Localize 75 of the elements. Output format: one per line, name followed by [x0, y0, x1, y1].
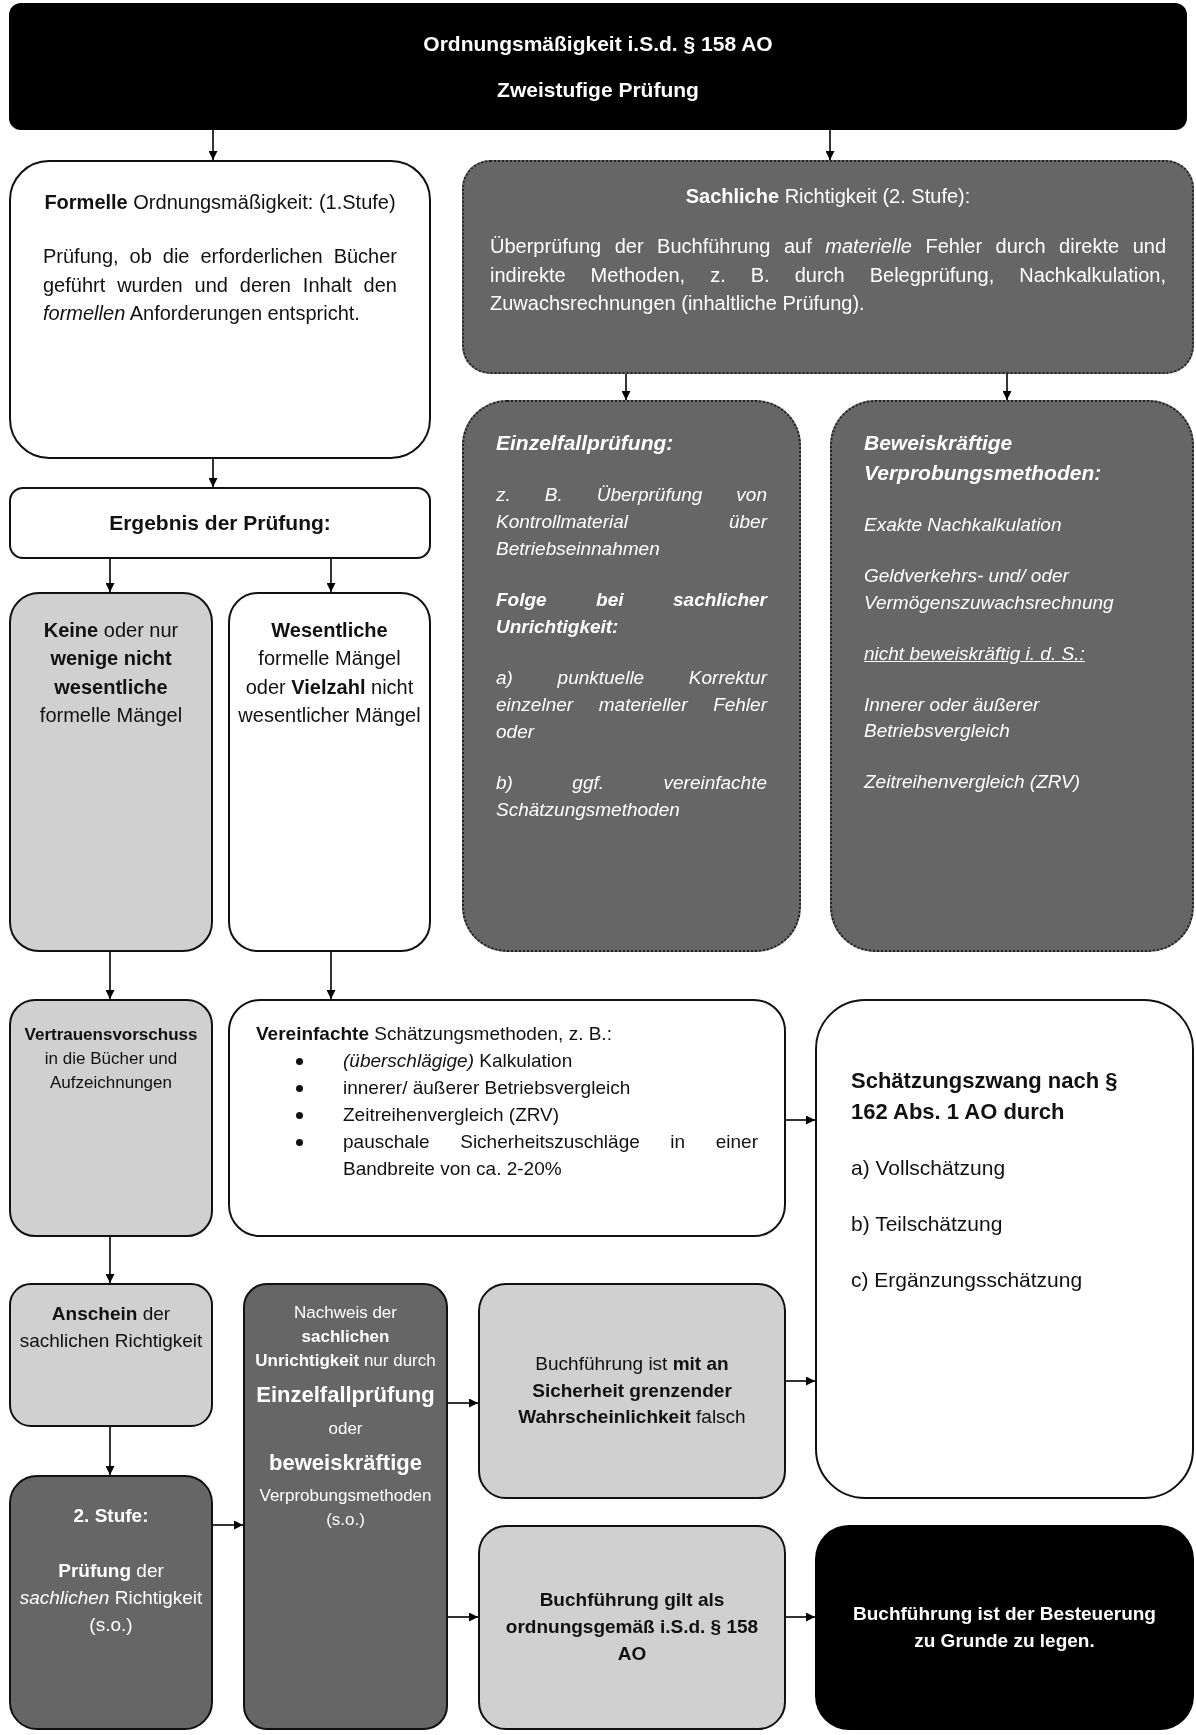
box-text: Geldverkehrs- und/ oder Vermögenszuwachsrechnung	[864, 563, 1115, 615]
arrow	[105, 1426, 115, 1476]
process-box	[9, 1283, 213, 1427]
arrow	[212, 1520, 244, 1530]
process-box	[9, 1475, 213, 1730]
box-text: Verprobungsmethoden (s.o.)	[258, 1484, 433, 1532]
box-text: Nachweis der sachlichen Unrichtigkeit nur durch	[254, 1302, 437, 1373]
box-text: nicht beweiskräftig i. d. S.:	[864, 641, 1086, 666]
arrow	[208, 458, 218, 488]
arrow	[621, 373, 631, 401]
process-box	[478, 1525, 786, 1730]
process-box	[462, 160, 1194, 374]
box-text: b) ggf. vereinfachte Schätzungsmethoden	[496, 770, 767, 822]
box-text: z. B. Überprüfung von Kontrollmaterial über Betriebseinnahmen	[496, 482, 767, 561]
process-box	[9, 487, 431, 559]
box-text: Anschein der sachlichen Richtigkeit	[19, 1302, 203, 1353]
box-text: Vereinfachte Schätzungsmethoden, z. B.:	[256, 1022, 613, 1046]
process-box	[9, 3, 1187, 130]
box-text: a) punktuelle Korrektur einzelner materieller Fehler oder	[496, 665, 767, 744]
list-item: Zeitreihenvergleich (ZRV)	[343, 1102, 561, 1127]
arrow	[105, 1236, 115, 1284]
process-box	[478, 1283, 786, 1499]
arrow	[208, 129, 218, 161]
arrow	[326, 558, 336, 593]
box-text: oder	[327, 1417, 364, 1440]
process-box	[815, 999, 1194, 1499]
box-text: Wesentliche formelle Mängel oder Vielzahl nicht wesentlicher Mängel	[238, 618, 421, 729]
process-box	[9, 160, 431, 459]
process-box	[243, 1283, 448, 1730]
arrow	[326, 951, 336, 1000]
box-text: beweiskräftige	[268, 1448, 423, 1477]
process-box	[228, 592, 431, 952]
arrow	[447, 1612, 479, 1622]
box-text: Ergebnis der Prüfung:	[108, 510, 332, 537]
process-box	[9, 592, 213, 952]
box-text: Vertrauensvorschuss in die Bücher und Aufzeichnungen	[23, 1024, 199, 1095]
box-heading: Ordnungsmäßigkeit i.S.d. § 158 AO	[422, 30, 774, 57]
process-box	[228, 999, 786, 1237]
box-heading: Schätzungszwang nach § 162 Abs. 1 AO durch	[851, 1067, 1119, 1127]
box-text: a) Vollschätzung	[851, 1155, 1007, 1182]
arrow	[105, 951, 115, 1000]
list-item: pauschale Sicherheitszuschläge in einer Bandbreite von ca. 2-20%	[343, 1129, 758, 1181]
box-text: Zweistufige Prüfung	[496, 76, 700, 103]
arrow	[105, 558, 115, 593]
box-text: Einzelfallprüfung	[255, 1381, 436, 1410]
box-text: b) Teilschätzung	[851, 1211, 1004, 1238]
box-heading: Beweiskräftige Verprobungsmethoden:	[864, 430, 1103, 486]
arrow	[825, 129, 835, 161]
box-text: Formelle Ordnungsmäßigkeit: (1.Stufe)	[43, 190, 397, 215]
arrow	[447, 1398, 479, 1408]
box-text: Buchführung gilt als ordnungsgemäß i.S.d. § 158 AO	[504, 1588, 760, 1666]
arrow	[785, 1115, 816, 1125]
box-text: Überprüfung der Buchführung auf materielle Fehler durch direkte und indirekte Methoden, z. B. durch Belegprüfung, Nachkalkulation, Zuwachsrechnungen (inhaltliche Prüfung).	[490, 234, 1166, 317]
box-text: Exakte Nachkalkulation	[864, 512, 1063, 537]
box-text: c) Ergänzungsschätzung	[851, 1267, 1084, 1294]
box-text: Zeitreihenvergleich (ZRV)	[864, 770, 1082, 795]
arrow	[785, 1612, 816, 1622]
arrow	[1002, 373, 1012, 401]
process-box	[462, 400, 801, 952]
arrow	[785, 1376, 816, 1386]
box-heading: 2. Stufe:	[72, 1504, 150, 1528]
box-text: Prüfung, ob die erforderlichen Bücher geführt wurden und deren Inhalt den formellen Anforderungen entspricht.	[43, 244, 397, 327]
box-text: Buchführung ist der Besteuerung zu Grunde zu legen.	[852, 1601, 1157, 1653]
process-box	[830, 400, 1194, 952]
list-item: innerer/ äußerer Betriebsvergleich	[343, 1075, 632, 1100]
box-text: Folge bei sachlicher Unrichtigkeit:	[496, 587, 767, 639]
process-box	[815, 1525, 1194, 1730]
box-text: Keine oder nur wenige nicht wesentliche formelle Mängel	[38, 618, 184, 729]
box-text: Prüfung der sachlichen Richtigkeit (s.o.)	[19, 1558, 203, 1637]
box-text: Innerer oder äußerer Betriebsvergleich	[864, 692, 1041, 744]
box-text: Sachliche Richtigkeit (2. Stufe):	[684, 184, 972, 209]
process-box	[9, 999, 213, 1237]
box-text: Buchführung ist mit an Sicherheit grenzender Wahrscheinlichkeit falsch	[517, 1351, 747, 1430]
list-item: (überschlägige) Kalkulation	[343, 1048, 574, 1073]
box-heading: Einzelfallprüfung:	[496, 430, 675, 456]
